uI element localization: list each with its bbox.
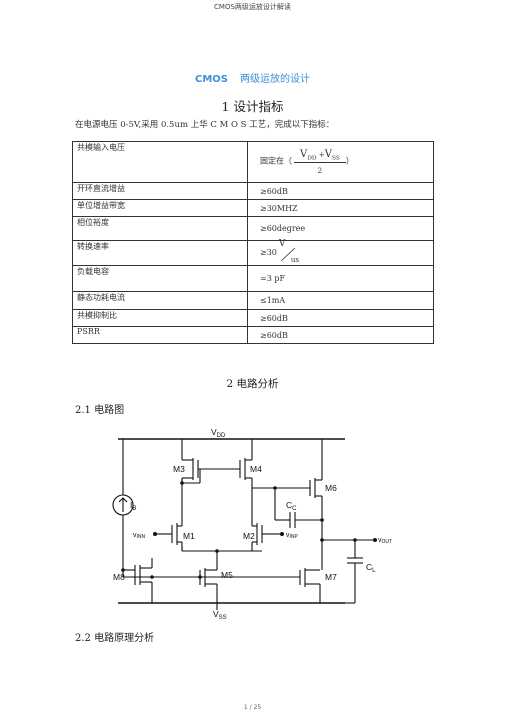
section-1-heading: 1 设计指标 <box>221 99 284 114</box>
spec-name: 相位裕度 <box>72 216 248 241</box>
spec-name: 静态功耗电流 <box>72 291 248 310</box>
spec-row: PSRR ≥60dB <box>72 326 434 344</box>
spec-value: ≥60dB <box>247 182 434 200</box>
spec-value: =3 pF <box>247 265 434 292</box>
page-number: 1 / 25 <box>243 704 262 711</box>
spec-value: ≥60dB <box>247 326 434 344</box>
spec-name: PSRR <box>72 326 248 344</box>
two-stage-opamp-schematic: VDD VSS M3 M4 M1 M2 M5 M6 M7 M8 IB CC CL… <box>112 427 392 620</box>
label-m7: M7 <box>325 572 337 582</box>
running-header: CMOS两级运放设计解读 <box>214 3 291 11</box>
label-cc: CC <box>286 500 297 512</box>
label-vss: VSS <box>213 609 227 620</box>
spec-value: ≥60degree <box>247 216 434 241</box>
label-m8: M8 <box>113 572 125 582</box>
spec-name: 转换速率 <box>72 240 248 266</box>
subsection-2-2: 2.2 电路原理分析 <box>75 633 155 644</box>
spec-row: 静态功耗电流 ≤1mA <box>72 291 434 310</box>
label-cl: CL <box>366 562 376 574</box>
label-vdd: VDD <box>211 427 226 439</box>
label-m6: M6 <box>325 483 337 493</box>
label-m3: M3 <box>173 464 185 474</box>
label-m4: M4 <box>250 464 262 474</box>
intro-paragraph: 在电源电压 0-5V,采用 0.5um 上华 C M O S 工艺，完成以下指标… <box>75 120 335 130</box>
label-ib: IB <box>130 500 136 512</box>
label-vout: vOUT <box>378 537 392 545</box>
title-chinese: 两级运放的设计 <box>240 74 310 85</box>
spec-name: 单位增益带宽 <box>72 199 248 217</box>
spec-row: 开环直流增益 ≥60dB <box>72 182 434 200</box>
spec-name: 负载电容 <box>72 265 248 292</box>
label-vinp: vINP <box>286 532 299 540</box>
spec-name: 共模输入电压 <box>72 141 248 183</box>
spec-row: 相位裕度 ≥60degree <box>72 216 434 241</box>
section-2-heading: 2 电路分析 <box>226 378 279 390</box>
spec-value: ≤1mA <box>247 291 434 310</box>
spec-name: 共模抑制比 <box>72 309 248 327</box>
label-vinn: vINN <box>133 532 146 540</box>
spec-row: 单位增益带宽 ≥30MHZ <box>72 199 434 217</box>
title-latin: CMOS <box>195 74 228 85</box>
label-m2: M2 <box>243 531 255 541</box>
spec-name: 开环直流增益 <box>72 182 248 200</box>
label-m1: M1 <box>183 531 195 541</box>
label-m5: M5 <box>221 570 233 580</box>
spec-row: 共模抑制比 ≥60dB <box>72 309 434 327</box>
spec-value: ≥60dB <box>247 309 434 327</box>
subsection-2-1: 2.1 电路图 <box>75 405 125 416</box>
spec-row: 负载电容 =3 pF <box>72 265 434 292</box>
spec-value: ≥30MHZ <box>247 199 434 217</box>
document-title: CMOS 两级运放的设计 <box>0 70 505 85</box>
